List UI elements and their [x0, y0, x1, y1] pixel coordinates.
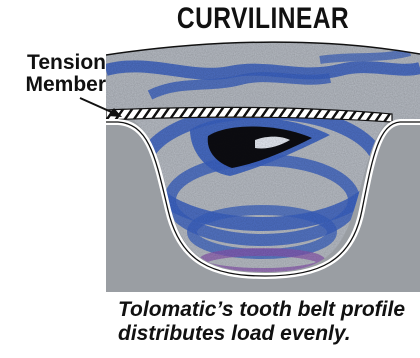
caption-line2: distributes load evenly. — [118, 322, 418, 346]
diagram-caption: Tolomatic’s tooth belt profile distribut… — [118, 298, 418, 346]
caption-line1: Tolomatic’s tooth belt profile — [118, 298, 418, 322]
diagram-panel — [106, 32, 420, 292]
